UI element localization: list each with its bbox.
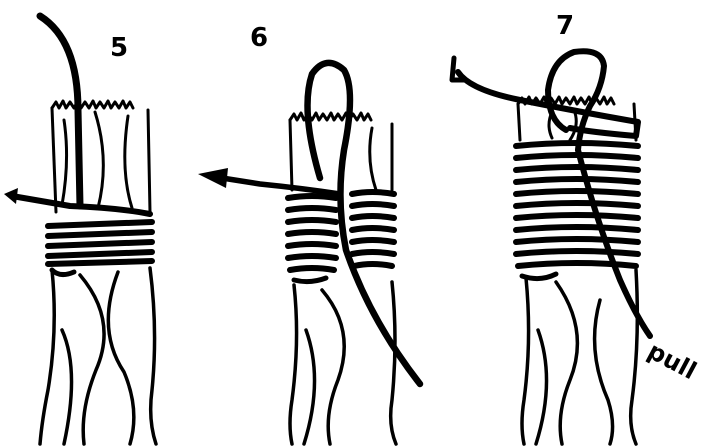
step-6-panel: 6 xyxy=(198,23,420,444)
step-5-panel: 5 xyxy=(4,16,156,444)
step-6-label: 6 xyxy=(250,23,268,53)
pull-label: pull xyxy=(643,337,701,386)
step-6-whipping-turns-left xyxy=(288,196,336,282)
step-7-whipping-turns xyxy=(516,143,638,279)
step-5-arrow-tip xyxy=(4,188,18,204)
step-7-panel: 7 pull xyxy=(452,11,701,444)
step-6-arrow-tip xyxy=(198,168,228,188)
step-5-whipping-cord-up xyxy=(40,16,80,206)
step-6-whipping-turns-right xyxy=(352,192,394,266)
step-7-label: 7 xyxy=(556,11,574,41)
step-5-label: 5 xyxy=(110,33,128,63)
step-5-whipping-turns xyxy=(48,222,152,275)
step-6-cord-left xyxy=(222,178,340,194)
